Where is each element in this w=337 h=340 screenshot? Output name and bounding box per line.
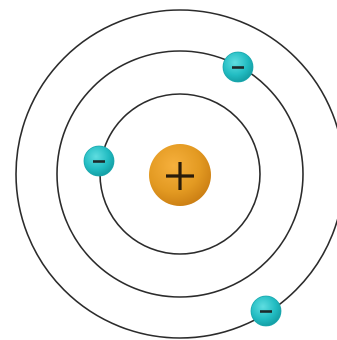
electron-bottom-right — [251, 296, 281, 326]
electron-left — [84, 146, 114, 176]
electron-top-right — [223, 52, 253, 82]
nucleus — [149, 144, 211, 206]
